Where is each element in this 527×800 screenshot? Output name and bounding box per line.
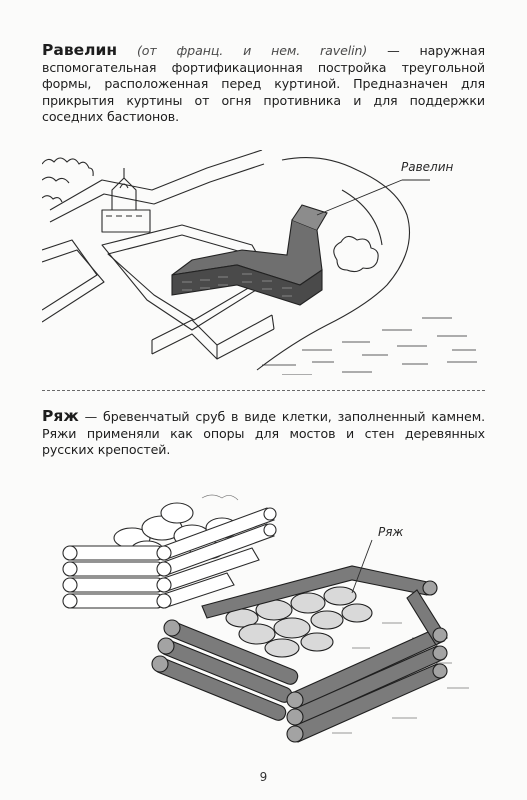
ravelin-callout-label: Равелин <box>401 160 454 174</box>
ravelin-illustration <box>42 150 477 375</box>
ryazh-illustration <box>62 494 469 743</box>
ravelin-definition: — наружная вспомогательная фортификацион… <box>42 43 485 125</box>
ravelin-term: Равелин <box>42 41 118 59</box>
page-number: 9 <box>259 770 268 784</box>
ryazh-definition: — бревенчатый сруб в виде клетки, заполн… <box>42 409 485 458</box>
ryazh-term: Ряж <box>42 407 79 425</box>
ryazh-entry: Ряж — бревенчатый сруб в виде клетки, за… <box>42 408 485 459</box>
ravelin-paragraph: Равелин (от франц. и нем. ravelin) — нар… <box>42 42 485 126</box>
ravelin-etymology: (от франц. и нем. ravelin) <box>136 43 368 58</box>
ravelin-entry: Равелин (от франц. и нем. ravelin) — нар… <box>42 42 485 126</box>
ryazh-paragraph: Ряж — бревенчатый сруб в виде клетки, за… <box>42 408 485 459</box>
section-divider <box>42 390 485 391</box>
ryazh-callout-label: Ряж <box>378 525 404 539</box>
